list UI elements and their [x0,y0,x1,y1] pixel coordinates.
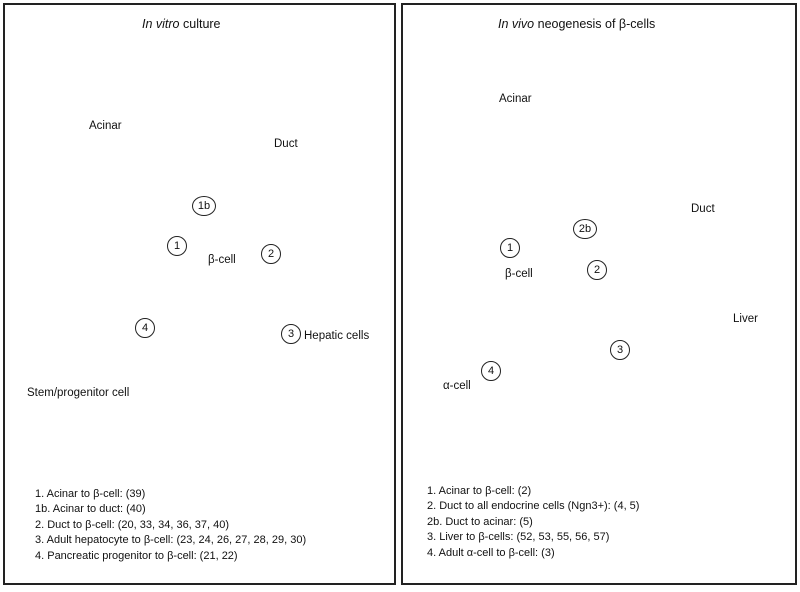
label-stem-progenitor: Stem/progenitor cell [27,387,130,399]
title-italic: In vitro [142,17,180,31]
label-beta-cell: β-cell [208,254,236,266]
marker-3: 3 [281,324,301,344]
legend-item: 2. Duct to all endocrine cells (Ngn3+): … [427,500,640,513]
title-rest: neogenesis of β-cells [534,17,656,31]
legend-in-vitro: 1. Acinar to β-cell: (39) 1b. Acinar to … [35,487,306,564]
title-rest: culture [179,17,221,31]
panel-title-in-vitro: In vitro culture [142,17,221,31]
legend-item: 1. Acinar to β-cell: (39) [35,488,146,500]
legend-item: 2b. Duct to acinar: (5) [427,515,533,528]
legend-item: 3. Liver to β-cells: (52, 53, 55, 56, 57… [427,531,610,544]
label-hepatic-cells: Hepatic cells [304,330,370,342]
legend-item: 1b. Acinar to duct: (40) [35,503,146,516]
panel-in-vivo: In vivo neogenesis of β-cells Acinar Duc… [401,3,797,585]
marker-1b: 1b [192,196,216,216]
label-beta-cell: β-cell [505,268,533,280]
legend-item: 4. Pancreatic progenitor to β-cell: (21,… [35,549,238,562]
marker-2: 2 [261,244,281,264]
legend-item: 3. Adult hepatocyte to β-cell: (23, 24, … [35,534,307,547]
label-duct: Duct [274,138,298,150]
legend-in-vivo: 1. Acinar to β-cell: (2) 2. Duct to all … [427,484,639,561]
marker-1: 1 [500,238,520,258]
label-acinar: Acinar [499,93,532,105]
label-duct: Duct [691,203,715,215]
panel-in-vitro: In vitro culture Acinar Duct β-cell Hepa… [3,3,396,585]
title-italic: In vivo [498,17,535,31]
marker-2b: 2b [573,219,597,239]
legend-item: 2. Duct to β-cell: (20, 33, 34, 36, 37, … [35,518,230,531]
label-alpha-cell: α-cell [443,380,471,392]
label-acinar: Acinar [89,120,122,132]
marker-3: 3 [610,340,630,360]
panel-title-in-vivo: In vivo neogenesis of β-cells [498,17,655,31]
legend-item: 4. Adult α-cell to β-cell: (3) [427,546,555,559]
label-liver: Liver [733,313,758,325]
marker-1: 1 [167,236,187,256]
marker-4: 4 [481,361,501,381]
marker-2: 2 [587,260,607,280]
marker-4: 4 [135,318,155,338]
legend-item: 1. Acinar to β-cell: (2) [427,485,532,497]
